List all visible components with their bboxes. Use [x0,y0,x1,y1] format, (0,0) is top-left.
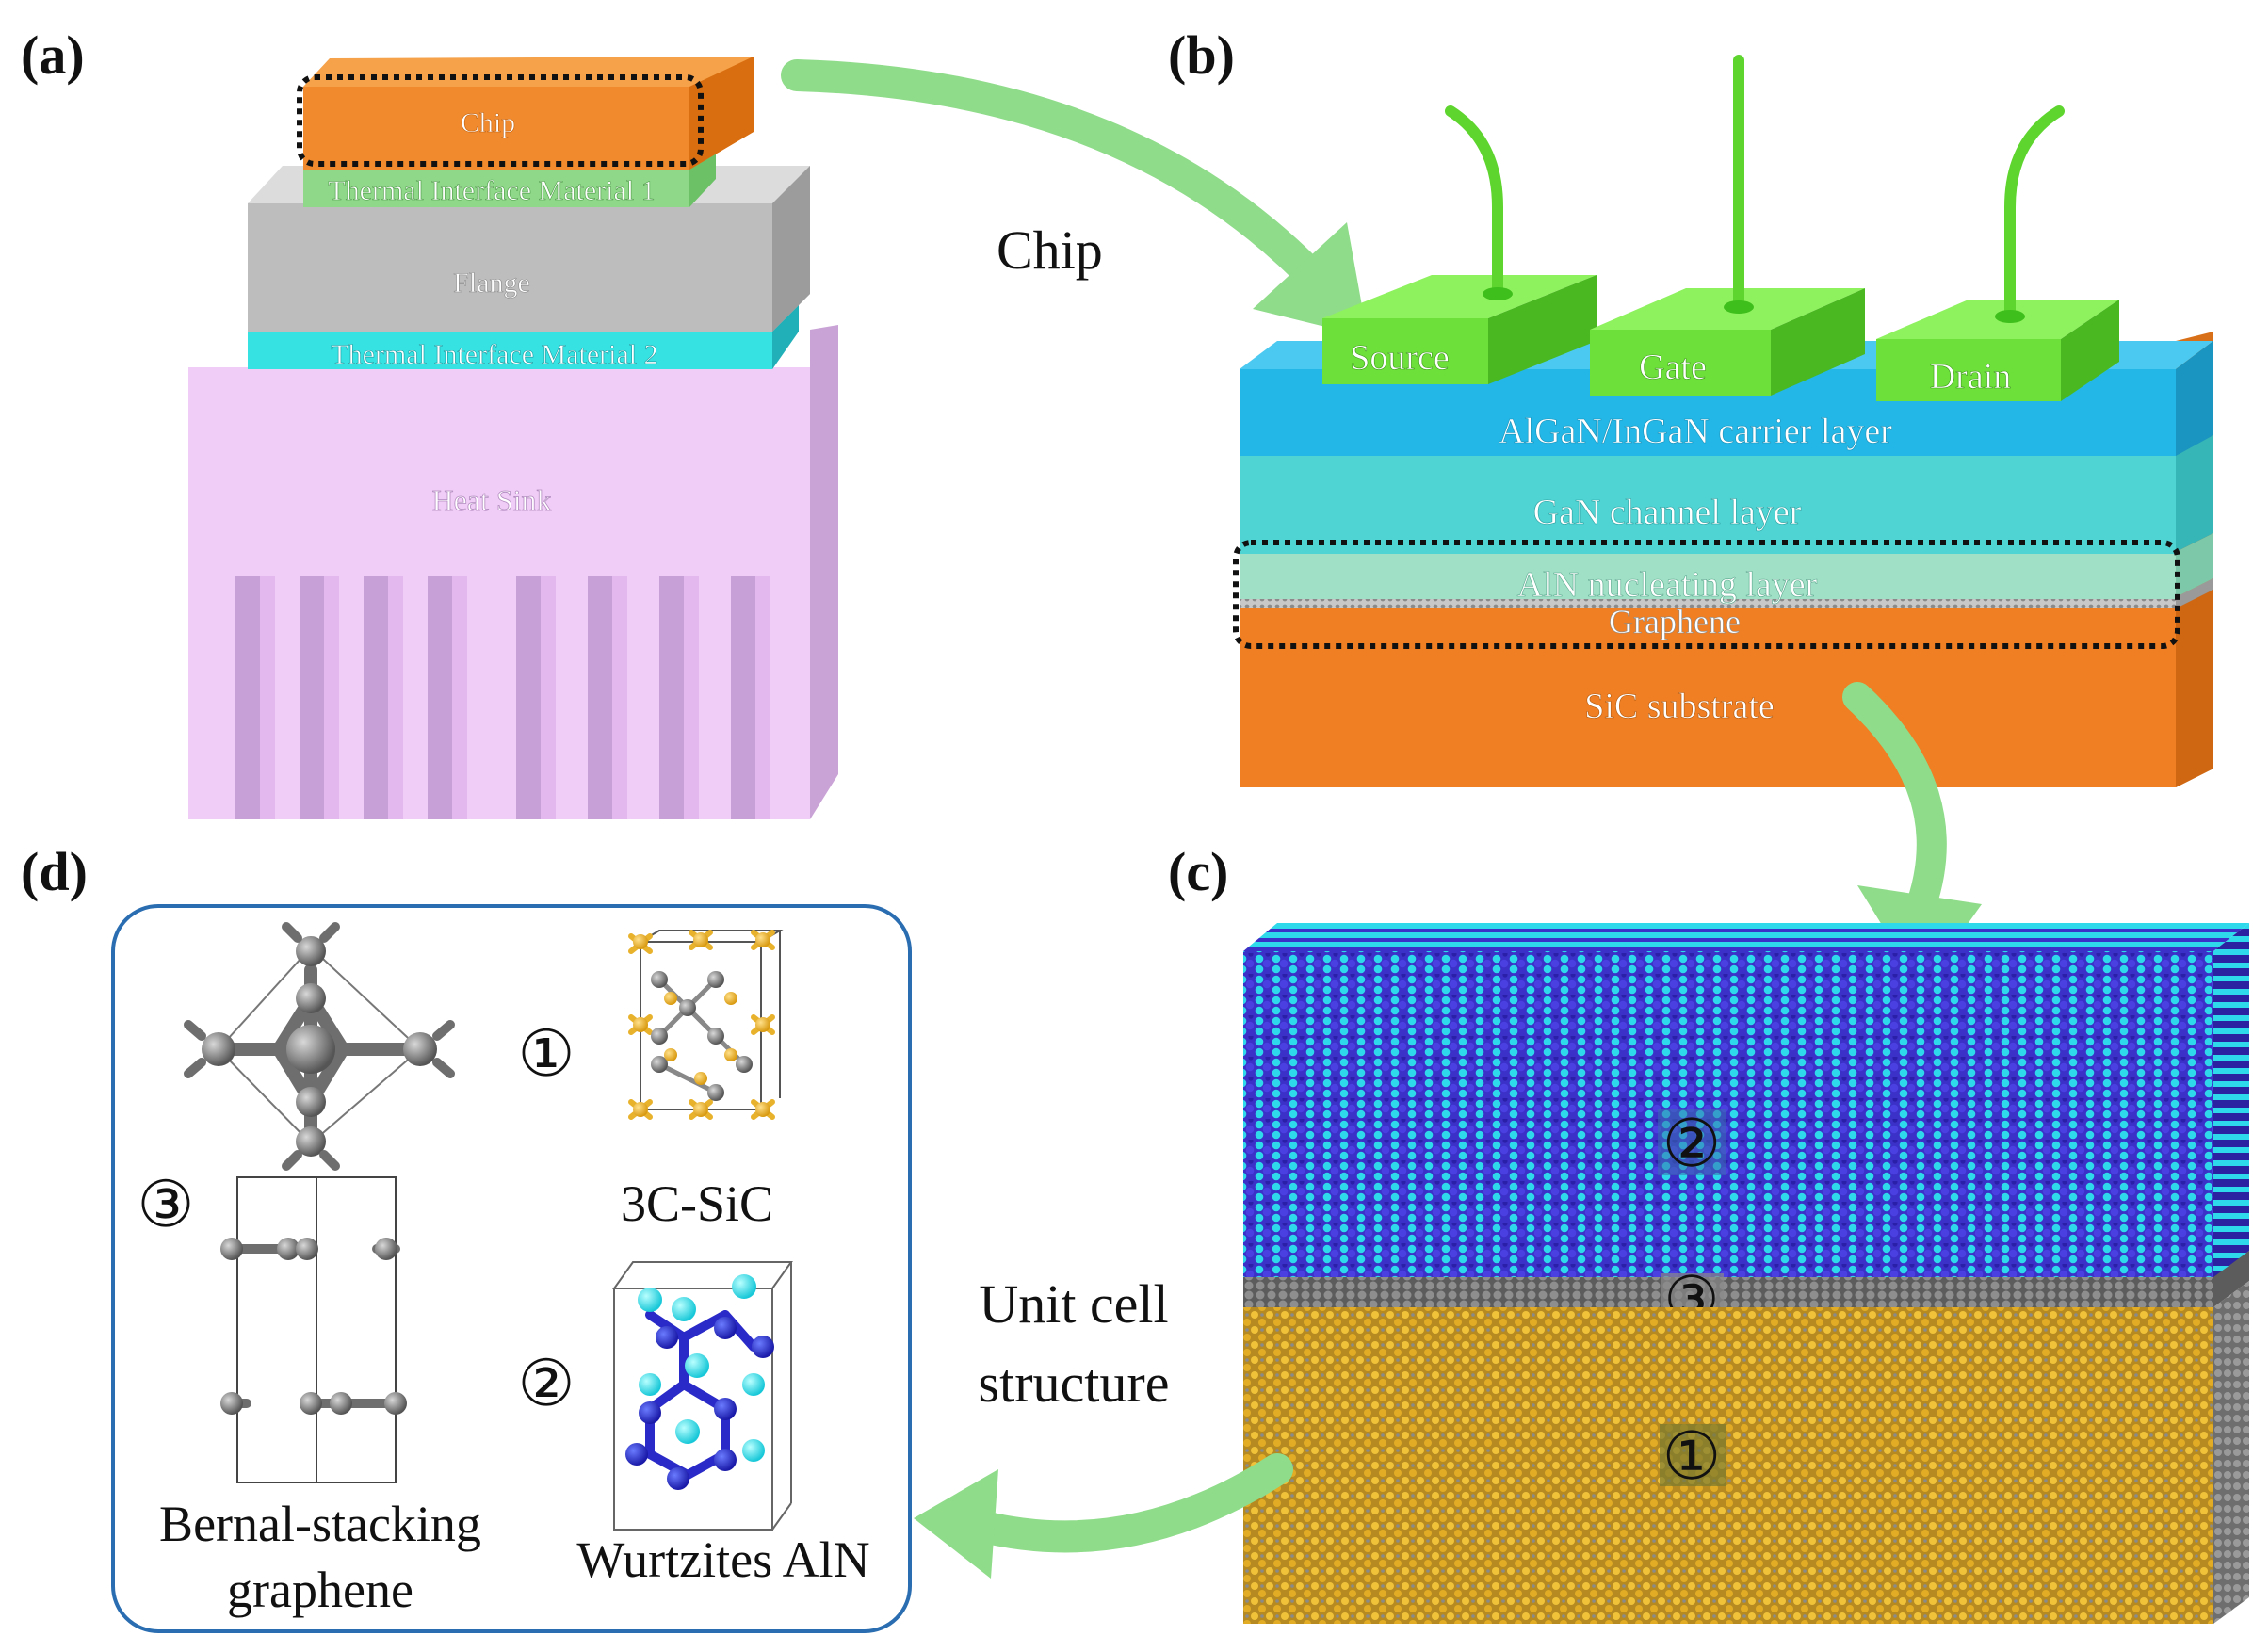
atomistic-model: ② ③ ① [1243,923,2249,1624]
graphene-unit-cell [220,1176,407,1483]
interface-highlight-box [1233,540,2180,649]
flange-label: Flange [453,267,530,299]
gan-channel-label: GaN channel layer [1533,493,1802,532]
panel-label-d: (d) [21,841,88,902]
sic-region: ① [1243,1281,2249,1624]
heat-sink: Heat Sink [188,325,838,819]
thermal-interface-material-1: Thermal Interface Material 1 [303,141,716,207]
sic-cell-name: 3C-SiC [621,1175,773,1232]
gate-label: Gate [1639,348,1707,387]
panel-label-c: (c) [1168,841,1228,902]
heat-sink-label: Heat Sink [431,483,551,517]
arrow-chip-to-device: Chip [781,59,1368,337]
aln-cell-name: Wurtzites AlN [576,1531,869,1588]
region-marker-1-bg [1660,1424,1726,1486]
arrow-label-chip: Chip [997,219,1103,281]
tim2-label: Thermal Interface Material 2 [331,339,657,370]
sic-conventional-cell [628,930,784,1120]
source-electrode: Source [1322,275,1597,384]
region-marker-2: ② [1662,1109,1722,1181]
unit-cell-marker-3: ③ [138,1169,195,1240]
aln-region: ② [1243,923,2249,1279]
sic-primitive-cell [184,922,455,1171]
chip-highlight-box [297,74,704,167]
region-marker-2-bg [1658,1109,1726,1175]
nucleating-layer-label: AlN nucleating layer [1517,565,1818,605]
tim1-label: Thermal Interface Material 1 [328,175,655,206]
graphene-cell-name-line2: graphene [227,1562,413,1618]
drain-electrode: Drain [1876,300,2119,401]
unit-cell-marker-2: ② [518,1348,575,1419]
graphene-layer [1240,578,2213,608]
panel-label-a: (a) [21,24,85,86]
carrier-layer-label: AlGaN/InGaN carrier layer [1499,412,1892,451]
sic-substrate-label: SiC substrate [1584,687,1775,726]
arrow-label-unit-cell: Unit cell [979,1273,1168,1335]
bond-wires [1445,55,2065,322]
hemt-device: SiC substrate GaN channel layer AlGaN/In… [1233,55,2213,787]
aln-nucleating-layer [1240,533,2213,599]
chip-label: Chip [461,107,515,138]
panel-label-b: (b) [1168,24,1235,86]
unit-cell-marker-1: ① [518,1018,575,1090]
chip: Chip [297,57,754,170]
package-stack: Heat Sink Thermal Interface Material 2 F… [188,57,838,819]
sic-substrate: SiC substrate [1240,586,2213,787]
arrow-label-structure: structure [979,1352,1170,1414]
region-marker-1: ① [1662,1421,1722,1494]
graphene-layer-label: Graphene [1609,603,1741,640]
aln-wurtzite-cell [612,1261,793,1531]
unit-cell-panel: ① [111,904,912,1633]
gan-channel-layer: GaN channel layer [1240,435,2213,554]
drain-label: Drain [1930,357,2012,397]
heat-sink-fins [235,576,755,819]
graphene-cell-name-line1: Bernal-stacking [159,1496,481,1552]
source-label: Source [1350,338,1450,378]
arrow-atomistic-to-unitcell: Unit cell structure [914,1273,1293,1579]
